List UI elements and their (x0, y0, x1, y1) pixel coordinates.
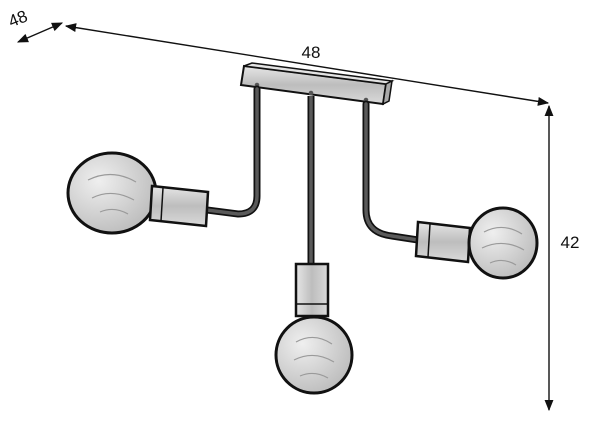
depth-dimension: 48 (6, 7, 64, 43)
height-dimension: 42 (544, 104, 580, 412)
center-socket (294, 262, 330, 318)
width-arrow (64, 23, 550, 106)
right-socket (414, 220, 472, 264)
left-socket (148, 184, 210, 228)
center-bulb-assembly (274, 262, 354, 395)
left-arm (203, 85, 261, 218)
left-bulb-assembly (66, 151, 210, 235)
right-arm (362, 100, 422, 244)
ceiling-bar (239, 62, 395, 106)
width-dimension: 48 (64, 23, 550, 106)
height-label: 42 (561, 233, 580, 252)
width-label: 48 (302, 43, 321, 62)
depth-arrow (16, 22, 64, 43)
depth-label: 48 (6, 7, 31, 32)
right-bulb-assembly (414, 206, 539, 280)
